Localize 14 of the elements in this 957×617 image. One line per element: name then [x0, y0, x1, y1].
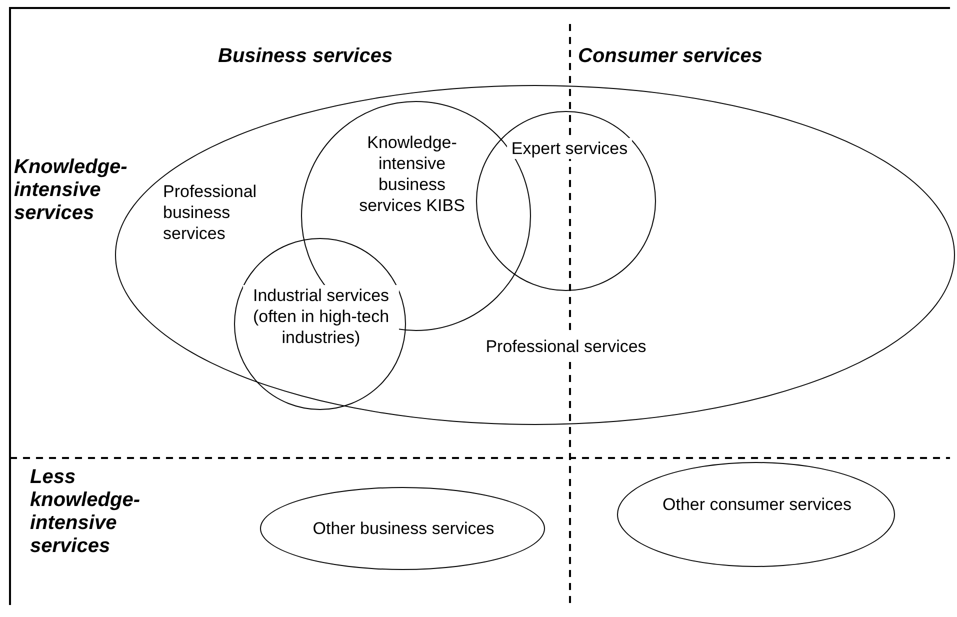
region-label: Expert services [507, 138, 632, 159]
region-label: Industrial services (often in high-tech industries) [243, 285, 399, 348]
region-label: Knowledge-intensive business services KIBS [358, 132, 466, 216]
region-label: Other consumer services [662, 494, 852, 515]
axis-heading: Business services [218, 45, 394, 68]
axis-heading: Consumer services [578, 45, 764, 68]
circle-region [234, 238, 406, 410]
oval-region [617, 462, 895, 567]
axis-heading: Less knowledge-intensive services [30, 466, 142, 558]
axis-heading: Knowledge-intensive services [14, 156, 128, 225]
oval-region [260, 487, 545, 570]
circle-region [476, 111, 656, 291]
region-label: Professional business services [163, 181, 258, 244]
region-label: Other business services [312, 518, 496, 539]
